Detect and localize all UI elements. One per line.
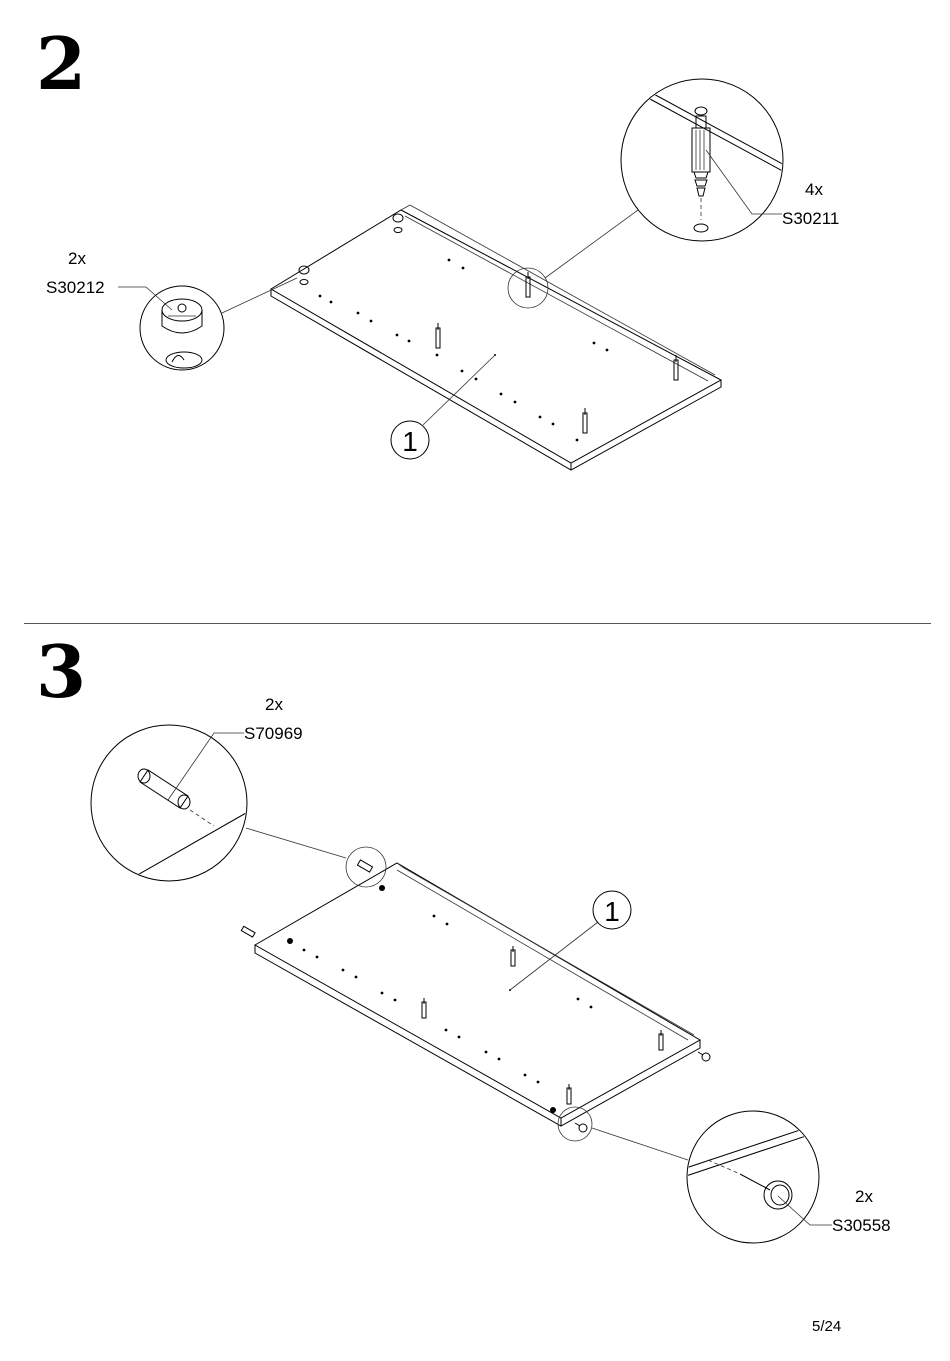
dowel-icon [138,769,190,809]
detail-cam-lock [118,286,224,370]
step3-holes [287,885,592,1113]
glide-icon [575,1052,710,1132]
cam-lock-icon [299,214,403,285]
panel-label: 1 [604,896,620,927]
cam-bolt-icon [692,128,710,172]
detail-glide [680,1111,832,1243]
cam-lock-icon [162,299,202,321]
dowel-icon [241,860,372,937]
detail-cam-bolt [621,79,790,241]
cam-bolt-icon [436,272,678,433]
step2-holes [319,259,609,442]
step2-panel [222,205,721,470]
panel-label: 1 [402,426,418,457]
step3-panel [241,828,710,1160]
detail-dowel [91,725,260,885]
cam-bolt-icon [422,946,663,1104]
